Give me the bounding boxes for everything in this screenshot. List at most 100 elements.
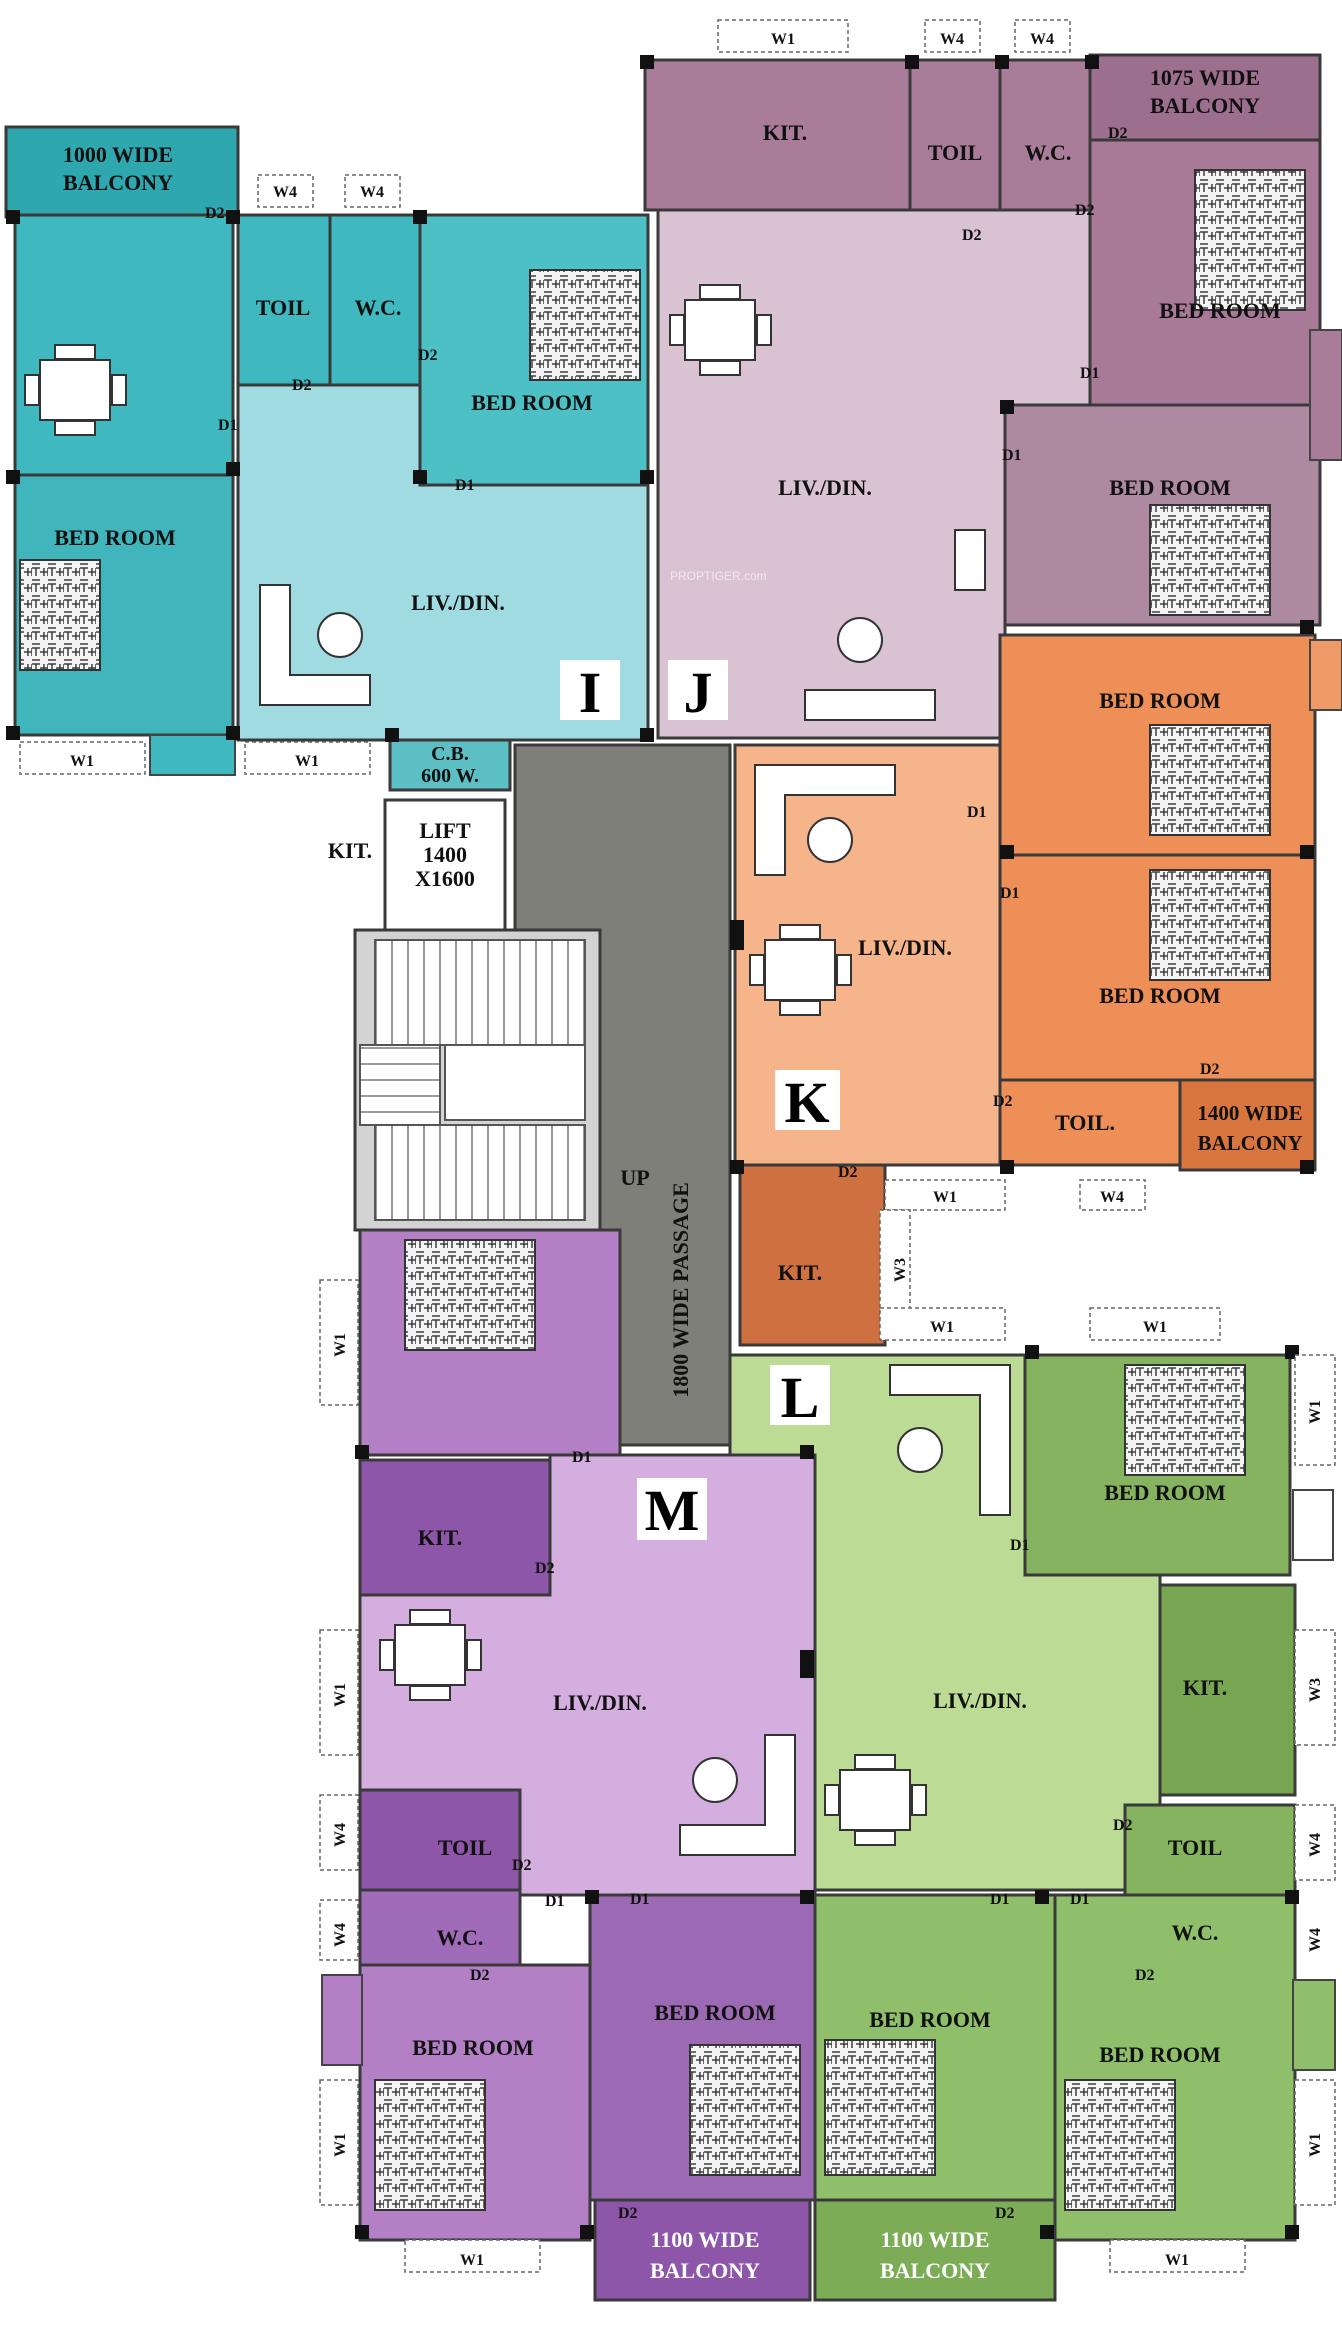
window-marker: [19, 741, 146, 775]
window-marker: [884, 1179, 1006, 1211]
opening-code: D2: [1108, 125, 1128, 142]
wall-column: [640, 728, 654, 742]
window-marker: [1294, 1354, 1336, 1466]
label-toil-m: TOIL: [438, 1835, 493, 1860]
label-bed-room-l-right: BED ROOM: [1099, 2042, 1221, 2067]
wall-column: [995, 55, 1009, 69]
unit-i-balcony-1000: [4, 125, 240, 219]
window-marker: [879, 1209, 911, 1321]
sofa: [679, 1734, 796, 1856]
dining-table: [379, 1609, 482, 1701]
opening-code: W1: [295, 753, 319, 770]
opening-code: W1: [933, 1189, 957, 1206]
label-lift-1: LIFT: [419, 818, 471, 843]
opening-code: D2: [995, 2205, 1015, 2222]
wall-columns: [6, 55, 1314, 2239]
opening-code: D2: [1200, 1061, 1220, 1078]
label-cb-2: 600 W.: [421, 765, 479, 787]
window-marker: [404, 2239, 541, 2273]
dining-table: [24, 344, 127, 436]
wall-column: [730, 1160, 744, 1174]
stair-landing: [444, 1044, 586, 1121]
balcony-1000-line2: BALCONY: [63, 170, 173, 195]
wall-column: [580, 2225, 594, 2239]
opening-code: D1: [1070, 1891, 1090, 1908]
window-marker: [319, 2079, 359, 2206]
bed: [529, 269, 641, 381]
label-cb-1: C.B.: [431, 743, 469, 765]
label-wc-l: W.C.: [1172, 1920, 1219, 1945]
dining-table: [824, 1754, 927, 1846]
label-wc-j: W.C.: [1025, 140, 1072, 165]
window-marker: [319, 1899, 359, 1961]
opening-code: D2: [1075, 202, 1095, 219]
unit-m-side-balcony: [321, 1974, 363, 2066]
wall-column: [226, 726, 240, 740]
opening-code: D1: [1002, 447, 1022, 464]
opening-code: D1: [1000, 885, 1020, 902]
label-bed-room-m-mid: BED ROOM: [654, 2000, 776, 2025]
core: [353, 743, 732, 1447]
bed: [1194, 169, 1306, 311]
unit-m-balcony-1100: [593, 2198, 812, 2302]
wall-column: [413, 470, 427, 484]
opening-code: D2: [1135, 1967, 1155, 1984]
wall-column: [385, 728, 399, 742]
window-marker: [1079, 1179, 1146, 1211]
window-marker: [879, 1307, 1006, 1341]
label-kit-m: KIT.: [418, 1525, 462, 1550]
unit-k-balcony-1400: [1178, 1078, 1317, 1172]
wall-column: [730, 920, 744, 950]
unit-l-balcony-1100: [813, 2198, 1057, 2302]
label-toil-k: TOIL.: [1055, 1110, 1115, 1135]
window-marker: [1109, 2239, 1246, 2273]
window-marker: [244, 741, 371, 775]
unit-m-toil: [358, 1788, 522, 1892]
wall-column: [1300, 845, 1314, 859]
wall-column: [226, 210, 240, 224]
wall-column: [1285, 2225, 1299, 2239]
window-marker: [717, 19, 849, 53]
opening-code: D2: [618, 2205, 638, 2222]
balcony-1075-line1: 1075 WIDE: [1150, 65, 1260, 90]
unit-i-bottom-balcony: [149, 734, 236, 776]
wall-column: [413, 210, 427, 224]
opening-code: W3: [892, 1258, 909, 1282]
bed: [1149, 869, 1271, 981]
bed: [824, 2039, 936, 2176]
opening-code: D1: [218, 417, 238, 434]
opening-code: W1: [930, 1319, 954, 1336]
unit-j-side-balcony: [1309, 329, 1342, 461]
opening-code: D2: [993, 1093, 1013, 1110]
opening-code: W1: [332, 2133, 349, 2157]
sofa: [889, 1364, 1011, 1516]
unit-j-balcony-1075: [1088, 53, 1322, 142]
wall-column: [640, 55, 654, 69]
unit-k-kit: [738, 1163, 887, 1347]
window-marker: [1014, 19, 1071, 53]
unit-letter-l: L: [781, 1365, 820, 1430]
watermark: PROPTIGER.com: [670, 569, 767, 583]
unit-letter-m: M: [645, 1478, 700, 1543]
label-bed-room-i-top: BED ROOM: [471, 390, 593, 415]
opening-code: D1: [545, 1893, 565, 1910]
window-marker: [344, 174, 401, 208]
window-marker: [319, 1279, 359, 1406]
unit-j-kit: [643, 58, 912, 212]
balcony-1000-line1: 1000 WIDE: [63, 142, 173, 167]
bed: [689, 2044, 801, 2176]
label-lift-3: X1600: [415, 866, 475, 891]
unit-m-kit: [358, 1458, 552, 1597]
wall-column: [1085, 55, 1099, 69]
window-marker: [1089, 1307, 1221, 1341]
wall-column: [226, 462, 240, 476]
stair-flight-2: [374, 1124, 586, 1221]
opening-code: D1: [967, 804, 987, 821]
opening-code: D2: [535, 1560, 555, 1577]
label-toil-i: TOIL: [256, 295, 311, 320]
balcony-1400-line2: BALCONY: [1197, 1131, 1302, 1155]
window-marker: [1294, 1629, 1336, 1746]
window-markers: [19, 19, 1336, 2273]
stair-flight-1: [374, 939, 586, 1046]
wall-column: [905, 55, 919, 69]
